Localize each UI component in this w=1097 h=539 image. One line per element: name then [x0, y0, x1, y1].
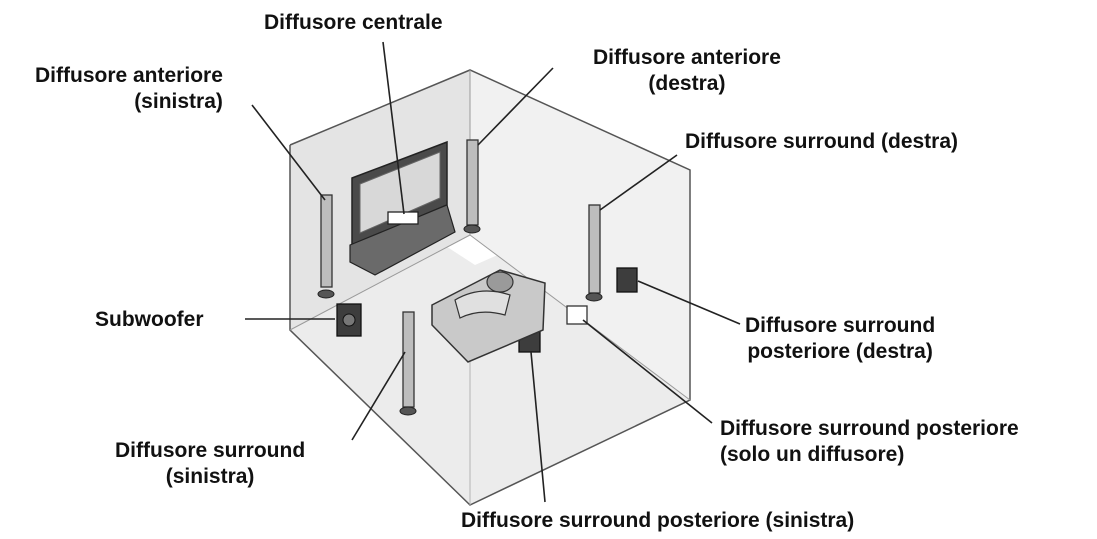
leader-surround-back-single	[582, 319, 713, 424]
sofa-with-listener	[431, 269, 546, 363]
label-line: (sinistra)	[165, 465, 255, 488]
label-surround-back-left-speaker: Diffusore surround posteriore (sinistra)	[461, 509, 855, 532]
label-surround-back-single-speaker: Diffusore surround posteriore (solo un d…	[720, 416, 1019, 468]
label-front-left-speaker: Diffusore anteriore (sinistra)	[35, 63, 223, 115]
label-line: Diffusore surround posteriore	[720, 417, 1019, 440]
label-line: Diffusore anteriore	[35, 64, 223, 87]
room-edge-left	[289, 234, 471, 331]
tv-screen-glass	[359, 151, 441, 234]
leader-surround-right	[599, 154, 678, 211]
surround-back-right-speaker	[616, 267, 638, 293]
label-line: Diffusore surround	[745, 314, 936, 337]
sofa-shape	[431, 269, 546, 363]
front-right-speaker	[463, 139, 481, 234]
leader-surround-left	[351, 351, 406, 441]
tv-stand	[349, 204, 456, 276]
label-line: (solo un diffusore)	[720, 443, 905, 466]
center-speaker-shape	[387, 211, 419, 225]
leader-center	[382, 41, 405, 215]
surround-left-speaker	[399, 311, 417, 416]
label-subwoofer: Subwoofer	[95, 308, 204, 331]
leader-surround-back-left	[530, 351, 546, 503]
leader-front-left	[251, 104, 326, 201]
tv-unit	[349, 140, 456, 276]
listener-body	[454, 290, 511, 319]
label-front-right-speaker: Diffusore anteriore (destra)	[593, 45, 781, 97]
label-surround-left-speaker: Diffusore surround (sinistra)	[115, 438, 305, 490]
leader-lines	[245, 41, 741, 503]
label-surround-right-speaker: Diffusore surround (destra)	[685, 130, 959, 153]
surround-right-speaker	[585, 204, 603, 302]
label-line: posteriore (destra)	[747, 340, 933, 363]
label-line: (destra)	[648, 72, 726, 95]
surround-back-single-speaker	[566, 305, 588, 325]
subwoofer-shape	[336, 303, 362, 337]
leader-front-right	[477, 67, 554, 146]
label-surround-back-right-speaker: Diffusore surround posteriore (destra)	[745, 313, 935, 365]
front-left-speaker	[317, 194, 335, 299]
label-line: (sinistra)	[134, 90, 223, 113]
label-line: Diffusore surround	[115, 439, 306, 462]
room-back-right-wall	[470, 70, 690, 400]
leader-surround-back-right	[637, 280, 741, 325]
label-line: Diffusore anteriore	[593, 46, 781, 69]
listener-head	[486, 271, 514, 293]
label-center-speaker: Diffusore centrale	[264, 11, 443, 34]
